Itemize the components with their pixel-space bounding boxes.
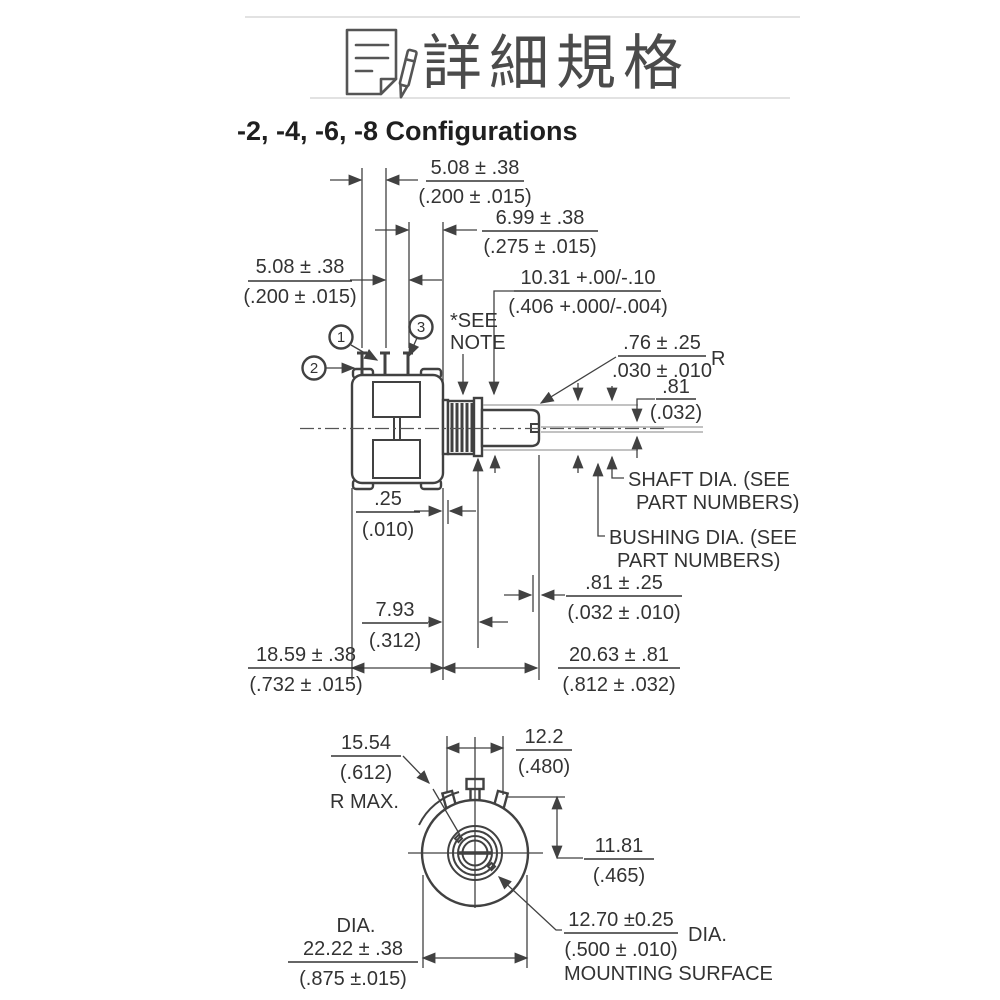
mounting-surface-label: MOUNTING SURFACE bbox=[564, 963, 773, 985]
dim-body-dia: DIA. 22.22 ± .38 (.875 ±.015) bbox=[288, 875, 529, 990]
dim-mm: 18.59 ± .38 bbox=[256, 644, 356, 666]
dim-inch: (.732 ± .015) bbox=[249, 674, 362, 696]
dim-center-height: 11.81 (.465) bbox=[507, 795, 654, 887]
shaft-phantom-lines bbox=[483, 404, 703, 451]
dim-inch: (.275 ± .015) bbox=[483, 236, 596, 258]
dim-radius-max: 15.54 (.612) R MAX. bbox=[330, 732, 461, 836]
dim-flat-depth: .81 (.032) bbox=[631, 376, 702, 458]
dim-mm: 12.70 ±0.25 bbox=[568, 909, 674, 931]
r-max-arc bbox=[418, 791, 460, 826]
dim-inch: (.812 ± .032) bbox=[562, 674, 675, 696]
section-heading: -2, -4, -6, -8 Configurations bbox=[237, 116, 578, 146]
dim-flat-length: .81 ± .25 (.032 ± .010) bbox=[504, 455, 682, 680]
dim-suffix: R MAX. bbox=[330, 791, 399, 813]
dim-mm: 20.63 ± .81 bbox=[569, 644, 669, 666]
dim-inch: (.200 ± .015) bbox=[243, 286, 356, 308]
page-title: 詳細規格 bbox=[422, 30, 690, 97]
callout-number: 2 bbox=[310, 360, 318, 377]
bushing-dia-line2: PART NUMBERS) bbox=[617, 550, 780, 572]
dim-inch: (.465) bbox=[593, 865, 645, 887]
dim-inch: .030 ± .010 bbox=[612, 360, 712, 382]
see-note-callout: *SEE NOTE bbox=[450, 310, 506, 396]
note-line2: NOTE bbox=[450, 332, 506, 354]
dim-suffix-r: R bbox=[711, 348, 725, 370]
dim-flat-width: 12.2 (.480) bbox=[445, 726, 572, 795]
note-line1: *SEE bbox=[450, 310, 498, 332]
dim-inch: (.032 ± .010) bbox=[567, 602, 680, 624]
dim-mm: 11.81 bbox=[595, 835, 644, 857]
dim-body-length: 18.59 ± .38 (.732 ± .015) bbox=[248, 644, 445, 696]
shaft-dia-arrows bbox=[472, 383, 618, 648]
dim-mm: 7.93 bbox=[376, 599, 415, 621]
dim-inch: (.480) bbox=[518, 756, 570, 778]
dim-pin-spacing-top: 5.08 ± .38 (.200 ± .015) bbox=[330, 157, 532, 348]
dim-mm: 6.99 ± .38 bbox=[496, 207, 585, 229]
bushing-dia-line1: BUSHING DIA. (SEE bbox=[609, 527, 797, 549]
dim-bushing-length: 10.31 +.00/-.10 (.406 +.000/-.004) bbox=[488, 267, 668, 396]
shaft-dia-line1: SHAFT DIA. (SEE bbox=[628, 469, 790, 491]
body-inner-top bbox=[372, 381, 421, 418]
dim-mm: 5.08 ± .38 bbox=[431, 157, 520, 179]
callout-number: 3 bbox=[417, 319, 425, 336]
label-bushing-dia: BUSHING DIA. (SEE PART NUMBERS) bbox=[592, 462, 797, 572]
dim-inch: (.010) bbox=[362, 519, 414, 541]
dim-thread-length: 7.93 (.312) bbox=[362, 599, 508, 652]
dim-mount-dia: 12.70 ±0.25 (.500 ± .010) DIA. MOUNTING … bbox=[497, 876, 773, 985]
dim-mm: .81 ± .25 bbox=[585, 572, 663, 594]
callout-1: 1 bbox=[328, 324, 379, 361]
dim-tip-radius: .76 ± .25 .030 ± .010 R bbox=[539, 332, 725, 404]
anti-rotation-nub bbox=[453, 833, 464, 844]
dim-mm: .25 bbox=[374, 488, 402, 510]
dim-inch: (.406 +.000/-.004) bbox=[508, 296, 668, 318]
dim-mm: .81 bbox=[662, 376, 690, 398]
dim-prefix: DIA. bbox=[337, 915, 376, 937]
dim-pin-spacing-left: 5.08 ± .38 (.200 ± .015) bbox=[243, 256, 442, 308]
thread-ribs bbox=[450, 403, 474, 452]
dim-washer: .25 (.010) bbox=[351, 488, 476, 680]
callout-3: 3 bbox=[408, 314, 434, 358]
dim-shaft-length: 20.63 ± .81 (.812 ± .032) bbox=[441, 644, 680, 696]
dim-mm: .76 ± .25 bbox=[623, 332, 701, 354]
dim-inch: (.500 ± .010) bbox=[564, 939, 677, 961]
dim-mm: 22.22 ± .38 bbox=[303, 938, 403, 960]
document-icon bbox=[345, 28, 398, 96]
dim-inch: (.875 ±.015) bbox=[299, 968, 407, 990]
anti-rotation-nub bbox=[486, 861, 497, 872]
callout-number: 1 bbox=[337, 329, 345, 346]
pen-icon bbox=[398, 48, 418, 99]
shaft-dia-line2: PART NUMBERS) bbox=[636, 492, 799, 514]
dim-inch: (.200 ± .015) bbox=[418, 186, 531, 208]
dim-inch: (.612) bbox=[340, 762, 392, 784]
dim-mm: 12.2 bbox=[525, 726, 564, 748]
callout-2: 2 bbox=[301, 355, 356, 381]
dim-inch: (.032) bbox=[650, 402, 702, 424]
body-inner-bottom bbox=[372, 439, 421, 479]
label-shaft-dia: SHAFT DIA. (SEE PART NUMBERS) bbox=[606, 455, 799, 514]
dim-mm: 15.54 bbox=[341, 732, 391, 754]
dim-suffix: DIA. bbox=[688, 924, 727, 946]
page-header: 詳細規格 bbox=[245, 16, 800, 99]
dim-mm: 5.08 ± .38 bbox=[256, 256, 345, 278]
dim-mm: 10.31 +.00/-.10 bbox=[520, 267, 655, 289]
dim-inch: (.312) bbox=[369, 630, 421, 652]
